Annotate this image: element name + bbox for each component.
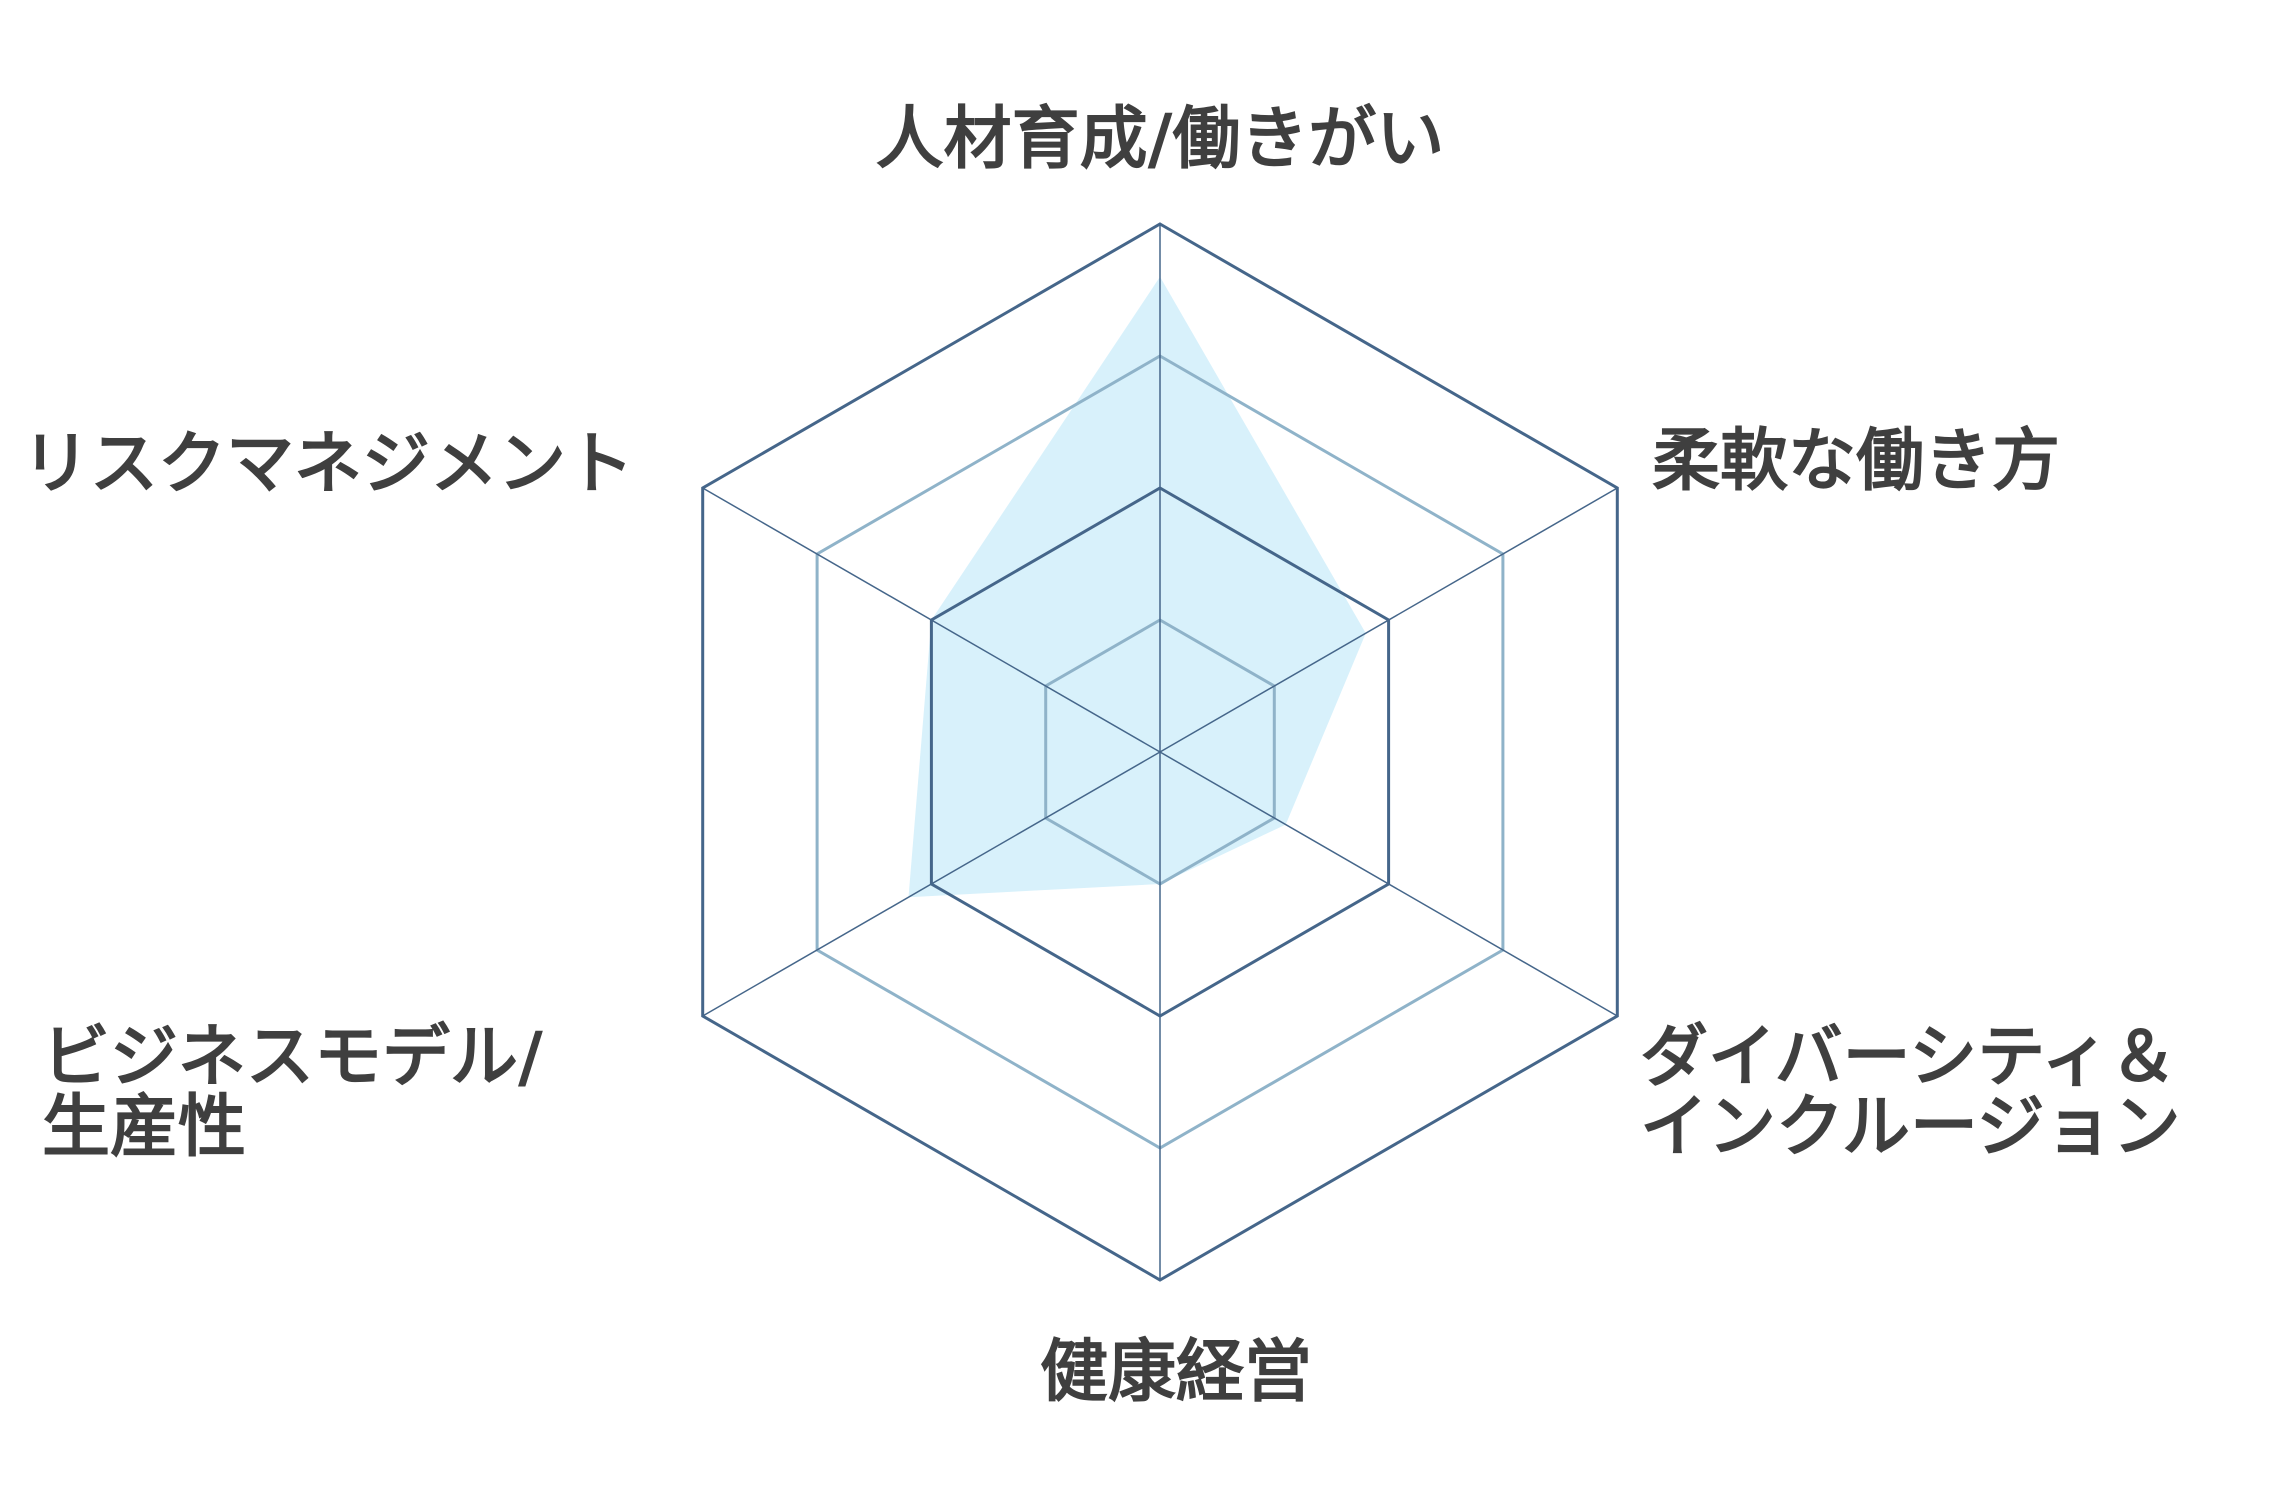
axis-label-0: 人材育成/働きがい xyxy=(876,100,1445,179)
axis-label-line: インクルージョン xyxy=(1640,1088,2181,1167)
axis-spoke-4 xyxy=(702,751,1161,1017)
axis-label-line: 人材育成/働きがい xyxy=(876,100,1445,179)
axis-spoke-5 xyxy=(702,487,1161,753)
axis-label-line: ビジネスモデル/ xyxy=(42,1018,543,1097)
axis-label-line: 健康経営 xyxy=(1040,1333,1312,1412)
axis-label-line: ダイバーシティ＆ xyxy=(1640,1018,2177,1097)
axis-label-3: 健康経営 xyxy=(1040,1333,1312,1412)
axis-spoke-1 xyxy=(1159,487,1618,753)
axis-label-line: 柔軟な働き方 xyxy=(1652,422,2060,501)
axis-label-2: ダイバーシティ＆インクルージョン xyxy=(1640,1018,2181,1167)
axis-label-5: リスクマネジメント xyxy=(22,425,634,504)
axis-label-4: ビジネスモデル/生産性 xyxy=(42,1018,543,1167)
data-area-polygon xyxy=(908,276,1366,898)
data-area-layer xyxy=(908,276,1366,898)
axis-label-line: リスクマネジメント xyxy=(22,425,634,504)
axis-spoke-2 xyxy=(1159,751,1618,1017)
grid-layer xyxy=(701,222,1619,1282)
axis-label-line: 生産性 xyxy=(42,1088,246,1167)
axis-label-1: 柔軟な働き方 xyxy=(1652,422,2060,501)
